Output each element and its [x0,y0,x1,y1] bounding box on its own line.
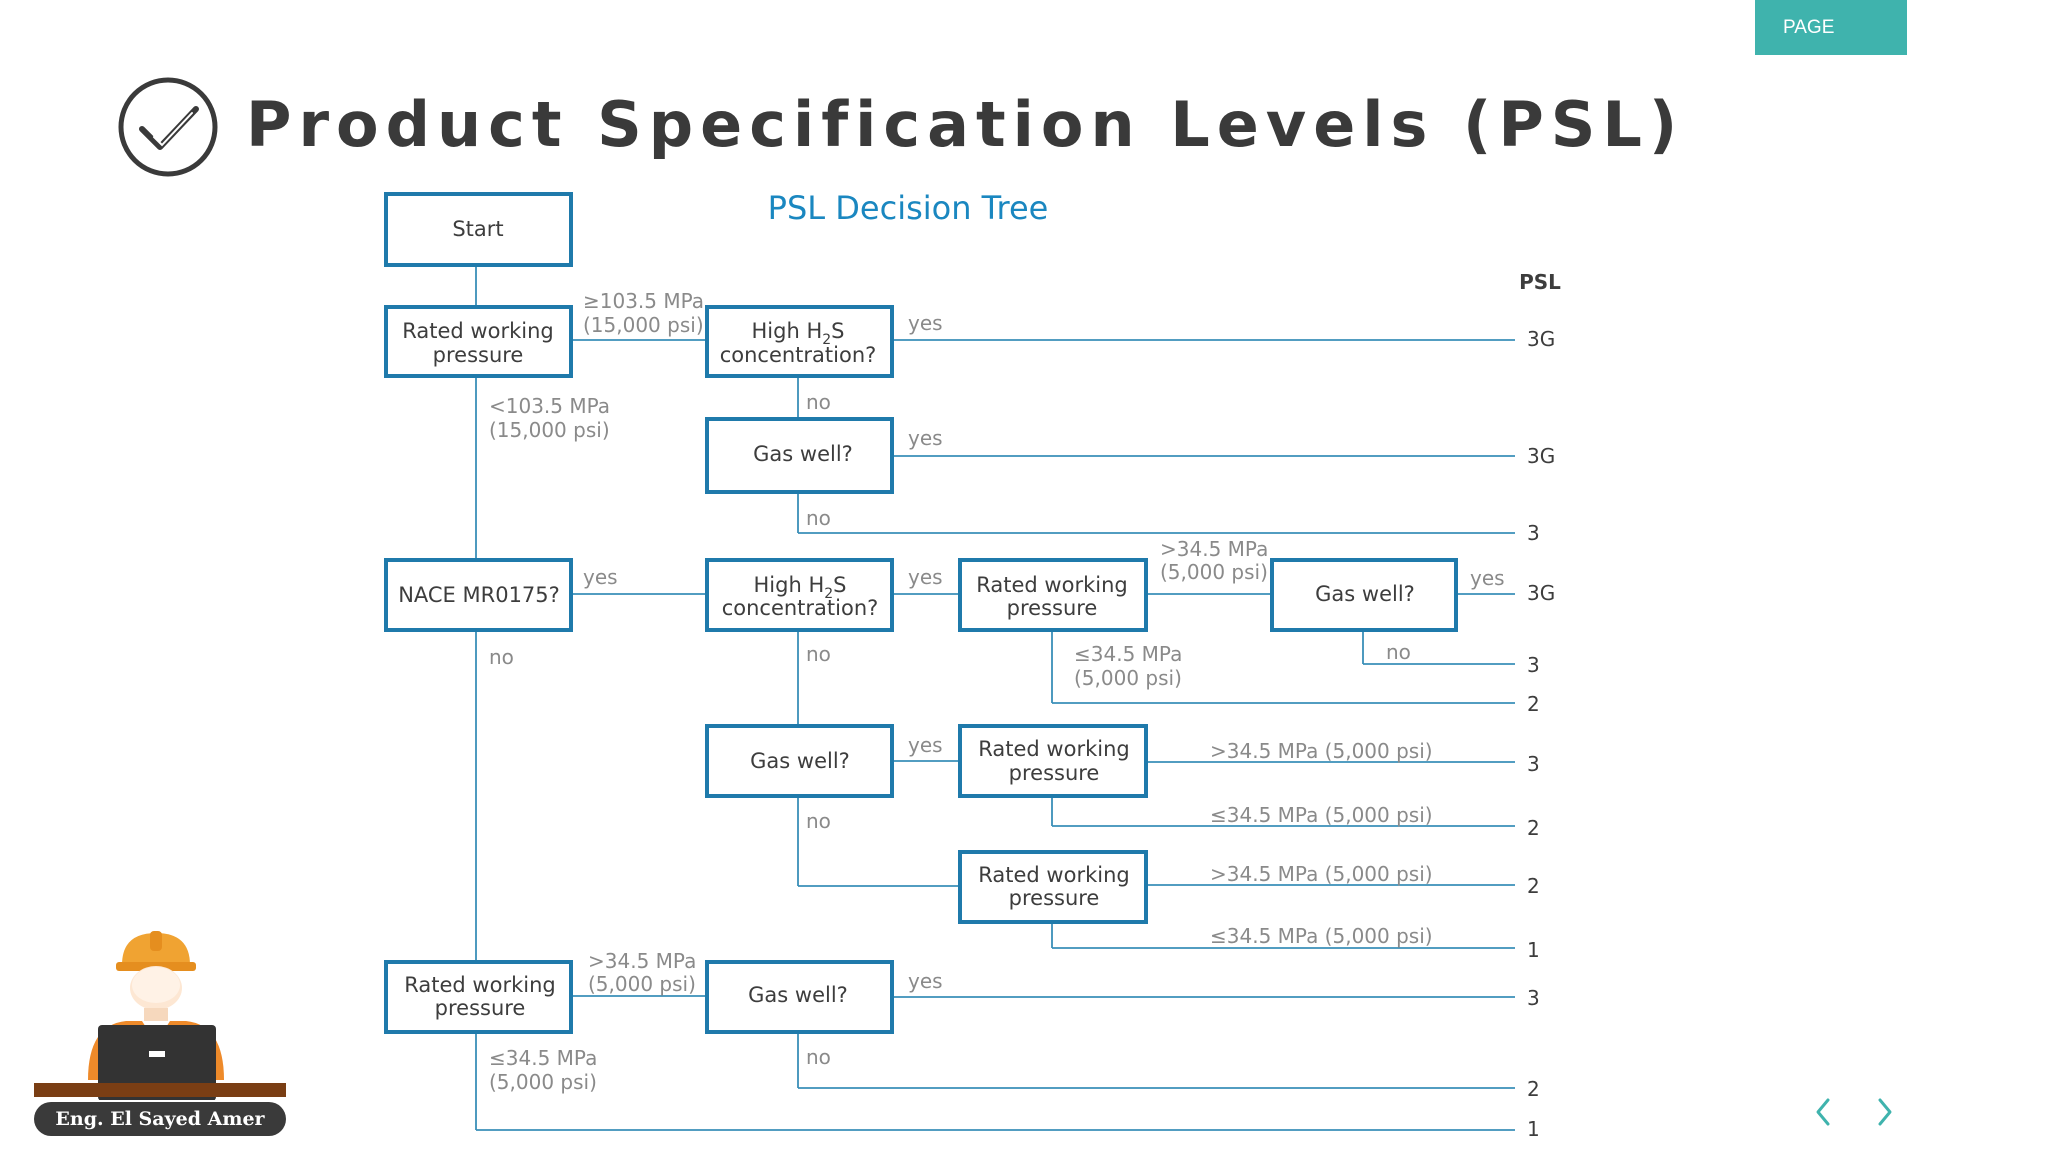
edge-label-yes: yes [583,565,618,589]
psl-value: 3G [1527,581,1555,605]
node-rwp-lower2-line1: Rated working [978,863,1129,887]
edge-label-le345-2: (5,000 psi) [489,1070,597,1094]
node-gas-bottom-label: Gas well? [748,983,848,1007]
psl-value: 3 [1527,752,1540,776]
edge-label-no: no [1386,640,1411,664]
edge-label-gt345-2: (5,000 psi) [588,972,696,996]
edge-label-gt345-2: (5,000 psi) [1160,560,1268,584]
page-title: Product Specification Levels (PSL) [246,88,1685,161]
page-tab[interactable]: PAGE [1755,0,1907,55]
node-rwp-lower1-line2: pressure [1009,761,1100,785]
psl-value: 3G [1527,444,1555,468]
node-rwp-mid [958,558,1148,632]
edge-label-yes: yes [1470,566,1505,590]
edge-label-no: no [806,390,831,414]
node-rwp-top [384,305,573,378]
edge-label-le345-2: (5,000 psi) [1074,666,1182,690]
node-h2s-mid-line1: High H2S [754,573,847,602]
node-rwp-lower2-line2: pressure [1009,886,1100,910]
psl-value: 3 [1527,521,1540,545]
node-h2s-top-line2: concentration? [720,343,877,367]
chevron-left-icon[interactable] [1806,1090,1842,1134]
engineer-avatar [34,931,286,1100]
node-rwp-bottom [384,960,573,1034]
edge-label-lt1035-2: (15,000 psi) [489,418,610,442]
node-rwp-top-line2: pressure [433,343,524,367]
psl-value: 3 [1527,986,1540,1010]
edge-label-lt1035-1: <103.5 MPa [489,394,610,418]
node-rwp-bottom-line2: pressure [435,996,526,1020]
edge-label-ge1035-2: (15,000 psi) [583,313,704,337]
node-h2s-top [705,305,894,378]
chevron-right-icon[interactable] [1868,1090,1904,1134]
node-rwp-mid-line2: pressure [1007,596,1098,620]
edge-label-yes: yes [908,311,943,335]
node-nace [384,558,573,632]
edge-label-gt345-1: >34.5 MPa [588,949,696,973]
psl-value: 3 [1527,653,1540,677]
edge-label-no: no [806,1045,831,1069]
diagram-heading: PSL Decision Tree [768,189,1049,227]
node-rwp-lower1 [958,724,1148,798]
node-gas-mid-left [705,724,894,798]
edge-label-gt345-1: >34.5 MPa [1160,537,1268,561]
edge-label-gt345-inline: >34.5 MPa (5,000 psi) [1210,862,1433,886]
edge-label-no: no [806,506,831,530]
edge-label-le345-inline: ≤34.5 MPa (5,000 psi) [1210,924,1433,948]
psl-value: 3G [1527,327,1555,351]
node-rwp-top-line1: Rated working [402,319,553,343]
edge-label-le345-1: ≤34.5 MPa [1074,642,1182,666]
node-gas-mid-right [1270,558,1458,632]
edge-label-yes: yes [908,426,943,450]
node-rwp-lower2 [958,850,1148,924]
edge-label-no: no [806,809,831,833]
checkmark-circle-icon [118,77,218,177]
psl-value: 2 [1527,874,1540,898]
node-h2s-mid-line2: concentration? [722,596,879,620]
node-rwp-lower1-line1: Rated working [978,737,1129,761]
node-start-label: Start [452,217,503,241]
node-h2s-top-line1: High H2S [752,319,845,348]
author-badge: Eng. El Sayed Amer [34,1102,286,1136]
node-gas-top [705,417,894,494]
psl-value: 2 [1527,1077,1540,1101]
edge-label-yes: yes [908,565,943,589]
edge-label-no: no [489,645,514,669]
node-rwp-mid-line1: Rated working [976,573,1127,597]
node-start [384,192,573,267]
edge-label-le345-inline: ≤34.5 MPa (5,000 psi) [1210,803,1433,827]
node-rwp-bottom-line1: Rated working [404,973,555,997]
node-gas-bottom [705,960,894,1034]
node-gas-mid-right-label: Gas well? [1315,582,1415,606]
psl-value: 2 [1527,692,1540,716]
node-gas-top-label: Gas well? [753,442,853,466]
edge-label-ge1035-1: ≥103.5 MPa [583,289,704,313]
edge-label-yes: yes [908,969,943,993]
edge-label-no: no [806,642,831,666]
psl-value: 1 [1527,938,1540,962]
edge-label-yes: yes [908,733,943,757]
psl-value: 2 [1527,816,1540,840]
node-h2s-mid [705,558,894,632]
node-gas-mid-left-label: Gas well? [750,749,850,773]
edge-label-le345-1: ≤34.5 MPa [489,1046,597,1070]
psl-value: 1 [1527,1117,1540,1141]
node-nace-label: NACE MR0175? [398,583,560,607]
edge-label-gt345-inline: >34.5 MPa (5,000 psi) [1210,739,1433,763]
psl-column-header: PSL [1519,270,1561,294]
